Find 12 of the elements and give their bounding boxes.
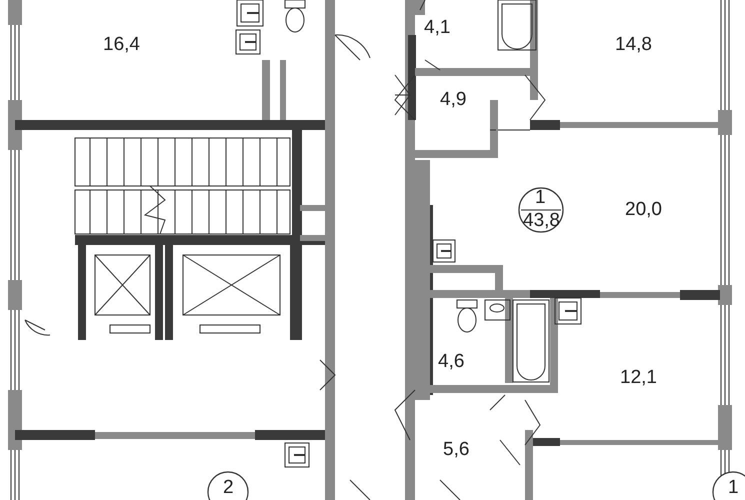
room-area-label: 4,6 xyxy=(438,352,464,372)
apartment-number: 2 xyxy=(223,478,234,498)
room-area-label: 12,1 xyxy=(620,368,657,388)
room-area-label: 14,8 xyxy=(615,35,652,55)
room-area-label: 5,6 xyxy=(443,440,470,460)
room-area-label: 4,1 xyxy=(424,18,450,38)
apartment-number: 1 xyxy=(535,188,546,208)
room-area-label: 4,9 xyxy=(440,90,466,110)
room-area-label: 20,0 xyxy=(625,200,662,220)
apartment-number: 1 xyxy=(728,478,739,498)
apartment-area: 43,8 xyxy=(523,211,560,231)
room-area-label: 16,4 xyxy=(103,35,140,55)
